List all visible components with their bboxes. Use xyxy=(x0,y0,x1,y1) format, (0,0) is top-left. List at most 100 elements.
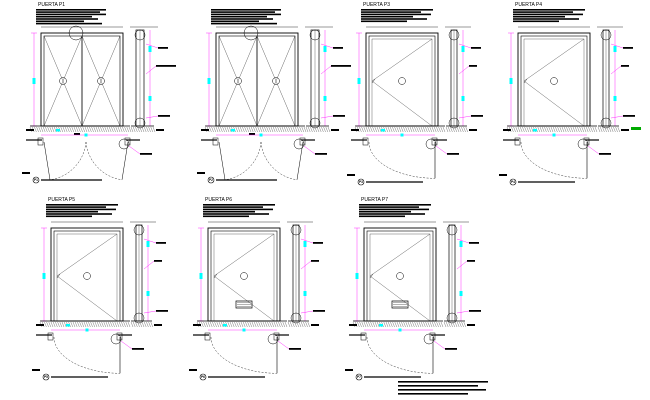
ground-hatch xyxy=(102,126,105,133)
ground-hatch xyxy=(53,321,56,328)
ground-hatch xyxy=(570,126,573,133)
ground-hatch xyxy=(290,126,293,133)
leader-line xyxy=(145,43,159,49)
leader-line xyxy=(456,260,468,270)
annotation-bar xyxy=(359,210,411,213)
ground-hatch xyxy=(557,126,560,133)
annotation-bar xyxy=(513,9,585,11)
ground-hatch xyxy=(385,321,389,328)
leaf-tag-circle xyxy=(272,77,280,85)
ground-hatch xyxy=(392,126,395,133)
ground-hatch xyxy=(517,126,521,133)
dimension-label xyxy=(613,96,617,101)
leaf-tag-circle xyxy=(240,272,248,280)
ground-hatch xyxy=(128,126,132,133)
ground-hatch xyxy=(383,321,386,328)
ground-hatch xyxy=(203,321,206,328)
annotation-bar xyxy=(513,15,565,18)
annotation-bar xyxy=(46,204,118,206)
leader-note xyxy=(623,47,633,49)
ground-hatch xyxy=(117,126,121,133)
annotation-bar xyxy=(359,213,425,215)
ground-hatch xyxy=(238,321,241,328)
ground-hatch xyxy=(50,321,54,328)
swing-line xyxy=(371,38,433,82)
ground-hatch xyxy=(457,321,460,328)
annotation-bar xyxy=(359,215,405,218)
handle-mark xyxy=(213,273,218,279)
annotation-bar xyxy=(513,18,579,20)
swing-line xyxy=(256,35,296,127)
vent-louver xyxy=(235,300,253,309)
leader-note xyxy=(331,65,351,67)
level-note xyxy=(621,129,629,131)
ground-hatch xyxy=(520,126,523,133)
plan-jamb xyxy=(514,137,521,146)
ground-hatch xyxy=(463,321,466,328)
ground-hatch xyxy=(259,126,263,133)
dimension-label xyxy=(355,273,359,279)
ground-hatch xyxy=(70,321,73,328)
section-callout-circle xyxy=(448,117,460,129)
level-note xyxy=(349,324,357,326)
door-swing-arc xyxy=(49,141,87,180)
ground-hatch xyxy=(249,321,252,328)
ground-hatch xyxy=(121,321,124,328)
ground-hatch xyxy=(214,321,217,328)
ground-hatch xyxy=(81,321,84,328)
ground-hatch xyxy=(361,321,364,328)
ground-hatch xyxy=(245,321,248,328)
dimension-label xyxy=(552,133,556,137)
ground-hatch xyxy=(325,126,328,133)
ground-hatch xyxy=(405,126,408,133)
leader-line xyxy=(587,145,600,155)
ground-hatch xyxy=(515,126,518,133)
ground-hatch xyxy=(236,321,239,328)
annotation-bar xyxy=(361,13,431,16)
ground-hatch xyxy=(105,321,109,328)
ground-hatch xyxy=(232,321,235,328)
ground-hatch xyxy=(135,321,138,328)
door-leaf-plan xyxy=(218,141,226,180)
leader-note xyxy=(469,310,481,312)
ground-hatch xyxy=(555,126,558,133)
ground-hatch xyxy=(205,321,208,328)
plan-jamb xyxy=(37,137,44,146)
leader-line xyxy=(610,115,624,119)
section-callout-circle xyxy=(448,29,460,41)
ground-hatch xyxy=(92,321,95,328)
ground-hatch xyxy=(57,321,60,328)
ground-hatch xyxy=(370,321,373,328)
plan-jamb xyxy=(360,332,367,341)
ground-hatch xyxy=(75,321,78,328)
swing-line xyxy=(56,275,118,322)
section-callout-circle xyxy=(446,312,458,324)
ground-hatch xyxy=(385,126,388,133)
ground-hatch xyxy=(398,126,402,133)
ground-hatch xyxy=(327,126,331,133)
ground-hatch xyxy=(262,321,266,328)
ground-hatch xyxy=(416,321,419,328)
dimension-label xyxy=(148,96,152,101)
ground-hatch xyxy=(242,126,245,133)
ground-hatch xyxy=(106,126,110,133)
leaf-tag-circle xyxy=(550,77,558,85)
ground-hatch xyxy=(89,126,92,133)
plan-jamb xyxy=(116,332,123,341)
annotation-bar xyxy=(211,11,275,13)
dimension-label xyxy=(461,96,465,101)
annotation-bar xyxy=(46,213,112,215)
scale-note xyxy=(345,369,353,371)
ground-hatch xyxy=(150,126,153,133)
leader-line xyxy=(433,340,446,350)
ground-hatch xyxy=(90,321,93,328)
door-tag-circle xyxy=(32,176,40,184)
leader-note xyxy=(621,65,629,67)
ground-hatch xyxy=(213,126,216,133)
leaf-tag-circle xyxy=(398,77,406,85)
ground-hatch xyxy=(323,126,326,133)
swing-line xyxy=(81,35,121,127)
leader-note xyxy=(333,47,343,49)
swing-line xyxy=(369,275,431,322)
